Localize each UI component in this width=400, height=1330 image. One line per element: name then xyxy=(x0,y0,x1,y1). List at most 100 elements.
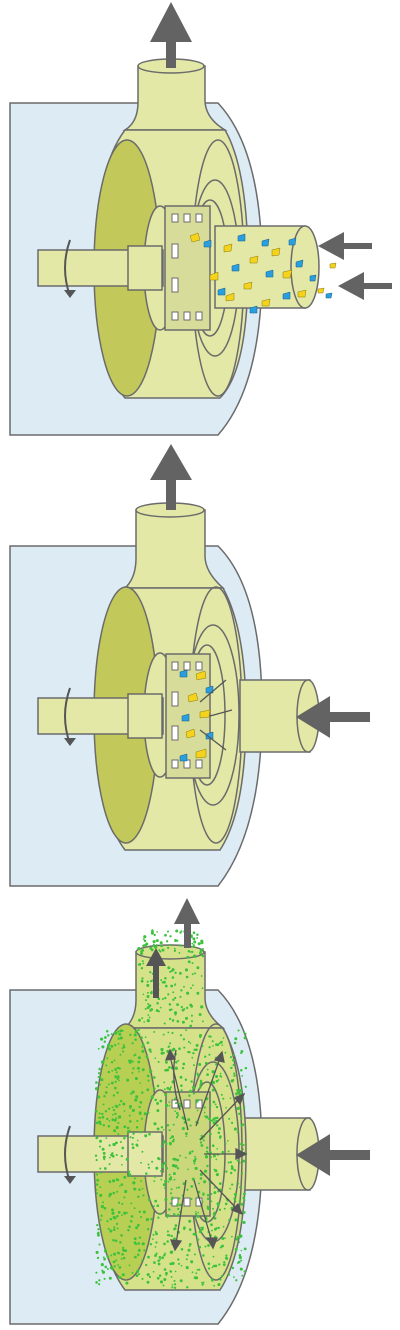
green-particle xyxy=(206,1097,208,1100)
green-particle xyxy=(136,1066,140,1070)
green-particle xyxy=(201,1045,204,1048)
green-particle xyxy=(109,1229,113,1233)
green-particle xyxy=(128,1225,131,1229)
green-particle xyxy=(153,1180,156,1182)
green-particle xyxy=(141,1043,145,1047)
green-particle xyxy=(217,1079,220,1081)
green-particle xyxy=(137,1242,140,1245)
green-particle xyxy=(98,1279,101,1282)
green-particle xyxy=(160,1051,164,1055)
green-particle xyxy=(162,1140,166,1144)
green-particle xyxy=(140,979,144,983)
inlet-arrow xyxy=(318,232,372,260)
green-particle xyxy=(229,1187,232,1190)
green-particle xyxy=(233,1197,237,1200)
green-particle xyxy=(141,1091,144,1094)
green-particle xyxy=(143,1112,147,1116)
green-particle xyxy=(131,1146,135,1150)
green-particle xyxy=(137,1028,140,1032)
green-particle xyxy=(96,1232,99,1235)
green-particle xyxy=(156,1084,160,1088)
green-particle xyxy=(99,1116,102,1119)
green-particle xyxy=(219,1072,222,1075)
green-particle xyxy=(113,1031,117,1035)
green-particle xyxy=(153,1087,156,1090)
green-particle xyxy=(112,1239,115,1242)
green-particle xyxy=(122,1050,125,1053)
green-particle xyxy=(96,1192,99,1195)
green-particle xyxy=(146,995,150,998)
green-particle xyxy=(99,1186,102,1189)
green-particle xyxy=(168,1173,171,1176)
green-particle xyxy=(229,1171,233,1175)
green-particle xyxy=(168,1104,171,1107)
green-particle xyxy=(100,1204,104,1209)
green-particle xyxy=(164,996,167,1000)
green-particle xyxy=(223,1207,226,1210)
green-particle xyxy=(225,1254,228,1257)
green-particle xyxy=(122,1045,126,1049)
green-particle xyxy=(107,1227,110,1230)
green-particle xyxy=(169,1086,172,1089)
green-particle xyxy=(103,1095,106,1098)
green-particle xyxy=(233,1276,235,1278)
green-particle xyxy=(201,1226,204,1229)
green-particle xyxy=(191,1056,194,1059)
green-particle xyxy=(100,1060,104,1064)
green-particle xyxy=(187,1040,190,1043)
green-particle xyxy=(173,1178,176,1181)
green-particle xyxy=(115,1117,118,1120)
green-particle xyxy=(200,1226,202,1229)
green-particle xyxy=(129,1136,132,1139)
green-particle xyxy=(244,1085,247,1088)
green-particle xyxy=(166,1230,169,1233)
green-particle xyxy=(147,1255,150,1259)
green-particle xyxy=(199,1177,203,1180)
green-particle xyxy=(216,1124,219,1127)
green-particle xyxy=(101,1269,104,1272)
green-particle xyxy=(172,1047,176,1051)
green-particle xyxy=(155,1252,158,1255)
green-particle xyxy=(146,1074,150,1078)
green-particle xyxy=(128,1264,131,1266)
green-particle xyxy=(149,1069,153,1074)
green-particle xyxy=(134,1038,137,1041)
green-particle xyxy=(146,1041,150,1045)
green-particle xyxy=(99,1139,102,1143)
green-particle xyxy=(200,1227,204,1231)
green-particle xyxy=(114,1086,117,1090)
green-particle xyxy=(165,1273,168,1276)
green-particle xyxy=(127,1228,130,1232)
green-particle xyxy=(123,1125,127,1129)
green-particle xyxy=(216,1203,220,1207)
green-particle xyxy=(210,1200,213,1203)
green-particle xyxy=(141,960,144,963)
green-particle xyxy=(238,1199,241,1203)
green-particle xyxy=(110,1218,113,1221)
green-particle xyxy=(106,1117,109,1121)
green-particle xyxy=(238,1241,241,1244)
green-particle xyxy=(201,987,204,990)
green-particle xyxy=(199,951,202,955)
green-particle xyxy=(202,1254,205,1257)
green-particle xyxy=(150,1096,154,1100)
green-particle xyxy=(147,1002,150,1005)
green-particle xyxy=(120,1154,123,1158)
green-particle xyxy=(139,1082,142,1084)
particles-yellow xyxy=(185,670,211,759)
green-particle xyxy=(186,955,190,959)
green-particle xyxy=(174,1224,178,1227)
green-particle xyxy=(156,931,159,933)
green-particle xyxy=(192,954,197,958)
green-particle xyxy=(119,1029,123,1033)
green-particle xyxy=(179,1154,182,1157)
green-particle xyxy=(233,1192,238,1196)
green-particle xyxy=(230,1066,233,1070)
green-particle xyxy=(149,971,152,974)
green-particle xyxy=(200,941,204,945)
green-particle xyxy=(141,1150,144,1153)
green-particle xyxy=(180,989,183,992)
green-particle xyxy=(110,1254,113,1257)
green-particle xyxy=(137,1195,140,1199)
